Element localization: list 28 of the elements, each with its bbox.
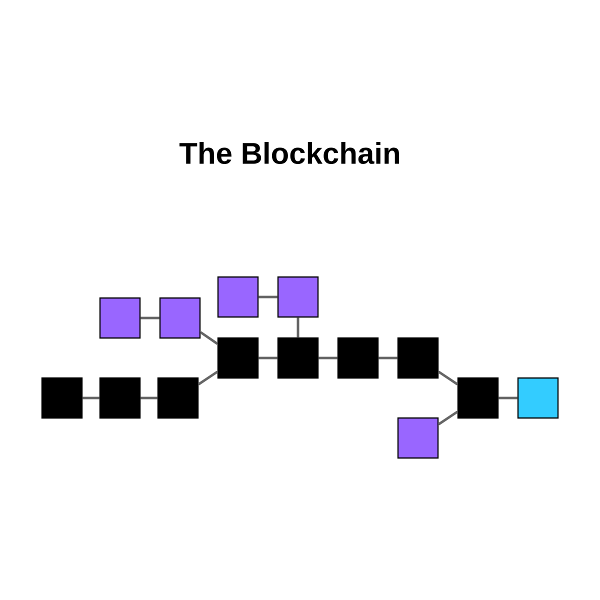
block-square xyxy=(397,417,439,459)
connector-line xyxy=(258,356,278,360)
block-square xyxy=(277,337,319,379)
block-square xyxy=(457,377,499,419)
connector-line xyxy=(140,316,160,320)
block-square xyxy=(217,337,259,379)
connector-line xyxy=(318,356,338,360)
connector-line xyxy=(498,396,518,400)
connector-line xyxy=(258,296,278,298)
block-square xyxy=(157,377,199,419)
connector-line xyxy=(198,370,218,386)
connector-line xyxy=(296,318,300,338)
block-square xyxy=(159,297,201,339)
block-square xyxy=(517,377,559,419)
block-square xyxy=(41,377,83,419)
title: The Blockchain xyxy=(179,142,399,164)
block-square xyxy=(397,337,439,379)
connector-line xyxy=(378,356,398,360)
connector-line xyxy=(438,370,458,386)
connector-line xyxy=(438,410,458,426)
connector-line xyxy=(82,396,100,400)
block-square xyxy=(277,276,319,318)
connector-line xyxy=(140,396,158,400)
block-square xyxy=(99,297,141,339)
connector-line xyxy=(200,331,218,345)
block-square xyxy=(337,337,379,379)
block-square xyxy=(99,377,141,419)
block-square xyxy=(217,276,259,318)
